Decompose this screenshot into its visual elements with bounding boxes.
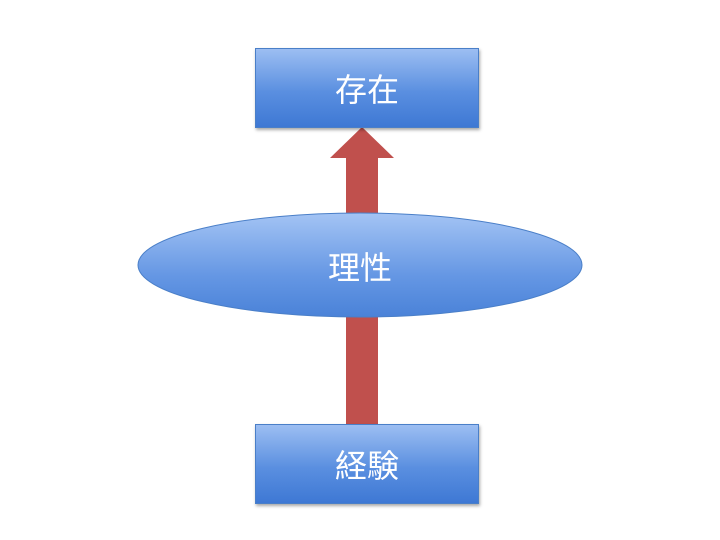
existence-box: 存在 xyxy=(255,48,479,128)
reason-label: 理性 xyxy=(327,249,392,287)
arrow-head-icon xyxy=(330,127,394,230)
reason-ellipse xyxy=(137,212,583,318)
arrow-shaft-lower xyxy=(346,300,378,424)
experience-box: 経験 xyxy=(255,424,479,504)
